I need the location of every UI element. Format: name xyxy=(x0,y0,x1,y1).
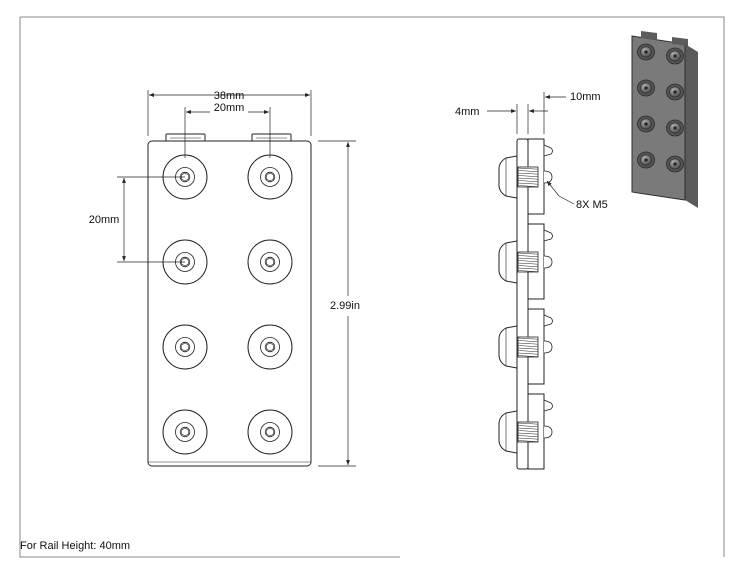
iso-bolt xyxy=(666,47,684,65)
iso-bolt xyxy=(637,43,655,61)
screw-thread xyxy=(517,421,539,443)
hole-spacing-y-dimension: 20mm xyxy=(89,214,120,226)
iso-bolt-pattern xyxy=(637,43,684,173)
iso-bolt xyxy=(666,155,684,173)
plate-outline xyxy=(147,140,312,467)
tnut-assembly xyxy=(498,393,553,470)
bolt-hole xyxy=(247,239,293,285)
sheet-border xyxy=(19,16,725,558)
side-plate xyxy=(516,138,529,470)
overall-height-dimension: 2.99in xyxy=(330,300,360,312)
iso-bolt xyxy=(637,151,655,169)
fastener-callout: 8X M5 xyxy=(576,199,608,211)
screw-thread xyxy=(517,251,539,273)
side-view xyxy=(498,138,553,470)
side-view-dimensions xyxy=(487,92,575,205)
rail-height-note: For Rail Height: 40mm xyxy=(20,540,130,552)
tnut-assembly xyxy=(498,138,553,215)
screw-thread xyxy=(517,166,539,188)
iso-plate-side xyxy=(685,44,698,208)
front-view-dimensions xyxy=(117,90,356,467)
iso-bolt xyxy=(666,83,684,101)
bolt-hole xyxy=(247,154,293,200)
tnut-depth-dimension: 10mm xyxy=(570,91,601,103)
screw-thread xyxy=(517,336,539,358)
bolt-hole xyxy=(162,409,208,455)
bolt-hole-pattern xyxy=(162,154,293,455)
iso-top-tab-right xyxy=(672,37,688,46)
iso-top-tab-left xyxy=(641,31,657,40)
tnut-assembly xyxy=(498,308,553,385)
tnut-stack xyxy=(498,138,553,470)
plate-thickness-dimension: 4mm xyxy=(455,106,479,118)
bolt-hole xyxy=(247,324,293,370)
bolt-hole xyxy=(162,324,208,370)
overall-width-dimension: 38mm xyxy=(214,90,245,102)
iso-bolt xyxy=(666,119,684,137)
isometric-view xyxy=(631,31,698,208)
front-view xyxy=(147,133,312,467)
tnut-assembly xyxy=(498,223,553,300)
hole-spacing-x-dimension: 20mm xyxy=(214,102,245,114)
bolt-hole xyxy=(247,409,293,455)
iso-bolt xyxy=(637,79,655,97)
iso-bolt xyxy=(637,115,655,133)
